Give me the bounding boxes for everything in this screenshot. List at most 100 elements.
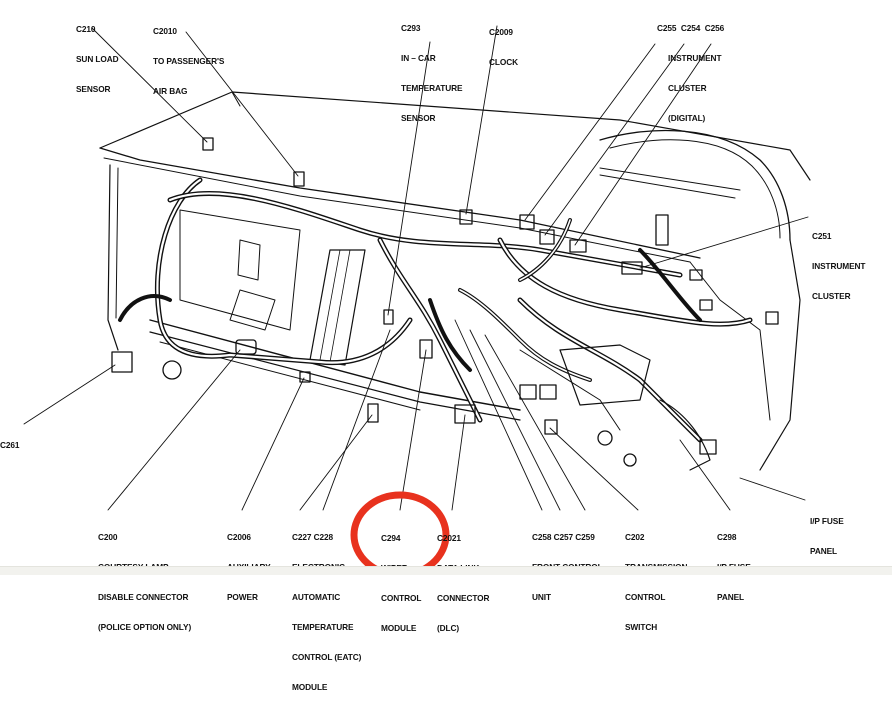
dash-top-panel xyxy=(99,91,811,181)
connector-c200 xyxy=(299,371,311,383)
label-c2009: C2009 CLOCK xyxy=(489,7,518,87)
cluster-hood xyxy=(599,129,791,241)
leader-c257 xyxy=(469,329,561,511)
leader-c227 xyxy=(299,414,373,511)
connector-c2021 xyxy=(454,404,476,424)
label-line: C258 C257 C259 xyxy=(532,532,595,542)
label-line: IN – CAR xyxy=(401,53,436,63)
connector-c202 xyxy=(544,419,558,435)
leader-c210 xyxy=(91,27,208,143)
label-line: SWITCH xyxy=(625,622,658,632)
connector-c2006 xyxy=(235,339,257,355)
label-line: (DLC) xyxy=(437,623,460,633)
label-line: C261 xyxy=(0,440,20,450)
leader-c255 xyxy=(524,43,656,221)
label-line: SENSOR xyxy=(401,113,436,123)
label-ip-fuse-panel: I/P FUSE PANEL xyxy=(810,496,844,576)
label-line: (DIGITAL) xyxy=(657,113,706,123)
label-line: UNIT xyxy=(532,592,551,602)
label-line: CONTROL xyxy=(381,593,422,603)
label-line: MODULE xyxy=(292,682,328,692)
leader-c298 xyxy=(679,439,731,511)
leader-c258 xyxy=(454,319,543,511)
label-line: CLUSTER xyxy=(812,291,851,301)
leader-c293 xyxy=(387,41,431,316)
front-control-unit-housing xyxy=(559,344,651,406)
label-line: DISABLE CONNECTOR xyxy=(98,592,189,602)
label-c255-c254-c256: C255 C254 C256 INSTRUMENT CLUSTER (DIGIT… xyxy=(657,3,724,143)
label-c293: C293 IN – CAR TEMPERATURE SENSOR xyxy=(401,3,463,143)
leader-c2021 xyxy=(451,414,466,511)
label-line: TO PASSENGER'S xyxy=(153,56,225,66)
label-line: CONTROL xyxy=(625,592,666,602)
label-line: SUN LOAD xyxy=(76,54,119,64)
label-c210: C210 SUN LOAD SENSOR xyxy=(76,4,119,114)
label-line: CONNECTOR xyxy=(437,593,490,603)
fuse-panel-bracket xyxy=(659,399,711,471)
label-c227-c228: C227 C228 ELECTRONIC AUTOMATIC TEMPERATU… xyxy=(292,512,361,712)
label-line: CLOCK xyxy=(489,57,518,67)
leader-c228 xyxy=(322,329,391,511)
label-line: SENSOR xyxy=(76,84,111,94)
label-line: PANEL xyxy=(810,546,838,556)
label-c2010: C2010 TO PASSENGER'S AIR BAG xyxy=(153,6,224,116)
leader-c259 xyxy=(484,334,586,511)
label-c251: C251 INSTRUMENT CLUSTER xyxy=(812,211,865,321)
left-end-panel xyxy=(107,164,119,351)
connector-c261 xyxy=(111,351,133,373)
leader-c2006 xyxy=(241,377,305,511)
image-bottom-edge xyxy=(0,566,892,575)
highlight-circle xyxy=(350,491,450,574)
label-line: CLUSTER xyxy=(657,83,707,93)
label-line: C210 xyxy=(76,24,96,34)
leader-c256 xyxy=(574,43,712,246)
label-line: (POLICE OPTION ONLY) xyxy=(98,622,192,632)
label-c200: C200 COURTESY LAMP DISABLE CONNECTOR (PO… xyxy=(98,512,191,652)
label-line: MODULE xyxy=(381,623,417,633)
label-line: TEMPERATURE xyxy=(292,622,354,632)
label-line: PANEL xyxy=(717,592,745,602)
dash-top-edge xyxy=(99,147,701,259)
label-line: C2006 xyxy=(227,532,251,542)
connector-cluster-c xyxy=(569,239,587,253)
leader-c251 xyxy=(639,216,809,269)
label-line: I/P FUSE xyxy=(810,516,844,526)
connector-location-diagram: C210 SUN LOAD SENSOR C2010 TO PASSENGER'… xyxy=(0,3,892,692)
label-line: C298 xyxy=(717,532,737,542)
label-line: C293 xyxy=(401,23,421,33)
label-line: C202 xyxy=(625,532,645,542)
label-line: POWER xyxy=(227,592,258,602)
connector-c251 xyxy=(621,261,643,275)
connector-c2010 xyxy=(293,171,305,187)
leader-lines xyxy=(23,25,809,511)
connector-c2009 xyxy=(459,209,473,225)
leader-c2009 xyxy=(465,25,498,215)
connector-c227 xyxy=(367,403,379,423)
leader-ip-fuse-panel xyxy=(739,477,806,501)
label-line: INSTRUMENT xyxy=(812,261,866,271)
label-c261: C261 xyxy=(0,420,20,470)
cross-car-beam xyxy=(149,319,521,411)
connector-c210 xyxy=(202,137,214,151)
label-line: C294 xyxy=(381,533,401,543)
leader-c2010 xyxy=(185,31,299,177)
glovebox-cavity xyxy=(179,209,301,331)
label-c202: C202 TRANSMISSION CONTROL SWITCH xyxy=(625,512,688,652)
leader-c200 xyxy=(107,349,241,511)
label-line: C2010 xyxy=(153,26,177,36)
leader-c254 xyxy=(544,43,685,236)
label-line: C227 C228 xyxy=(292,532,334,542)
label-line: AUTOMATIC xyxy=(292,592,341,602)
label-line: C251 xyxy=(812,231,832,241)
label-line: C2021 xyxy=(437,533,461,543)
label-line: TEMPERATURE xyxy=(401,83,463,93)
dashboard-line-art xyxy=(23,25,811,574)
leader-c261 xyxy=(23,364,116,425)
connector-cluster-b xyxy=(539,229,555,245)
label-line: CONTROL (EATC) xyxy=(292,652,362,662)
label-line: INSTRUMENT xyxy=(657,53,722,63)
leader-c202 xyxy=(549,427,639,511)
label-line: AIR BAG xyxy=(153,86,188,96)
connector-c294 xyxy=(419,339,433,359)
connector-c258 xyxy=(519,384,537,400)
